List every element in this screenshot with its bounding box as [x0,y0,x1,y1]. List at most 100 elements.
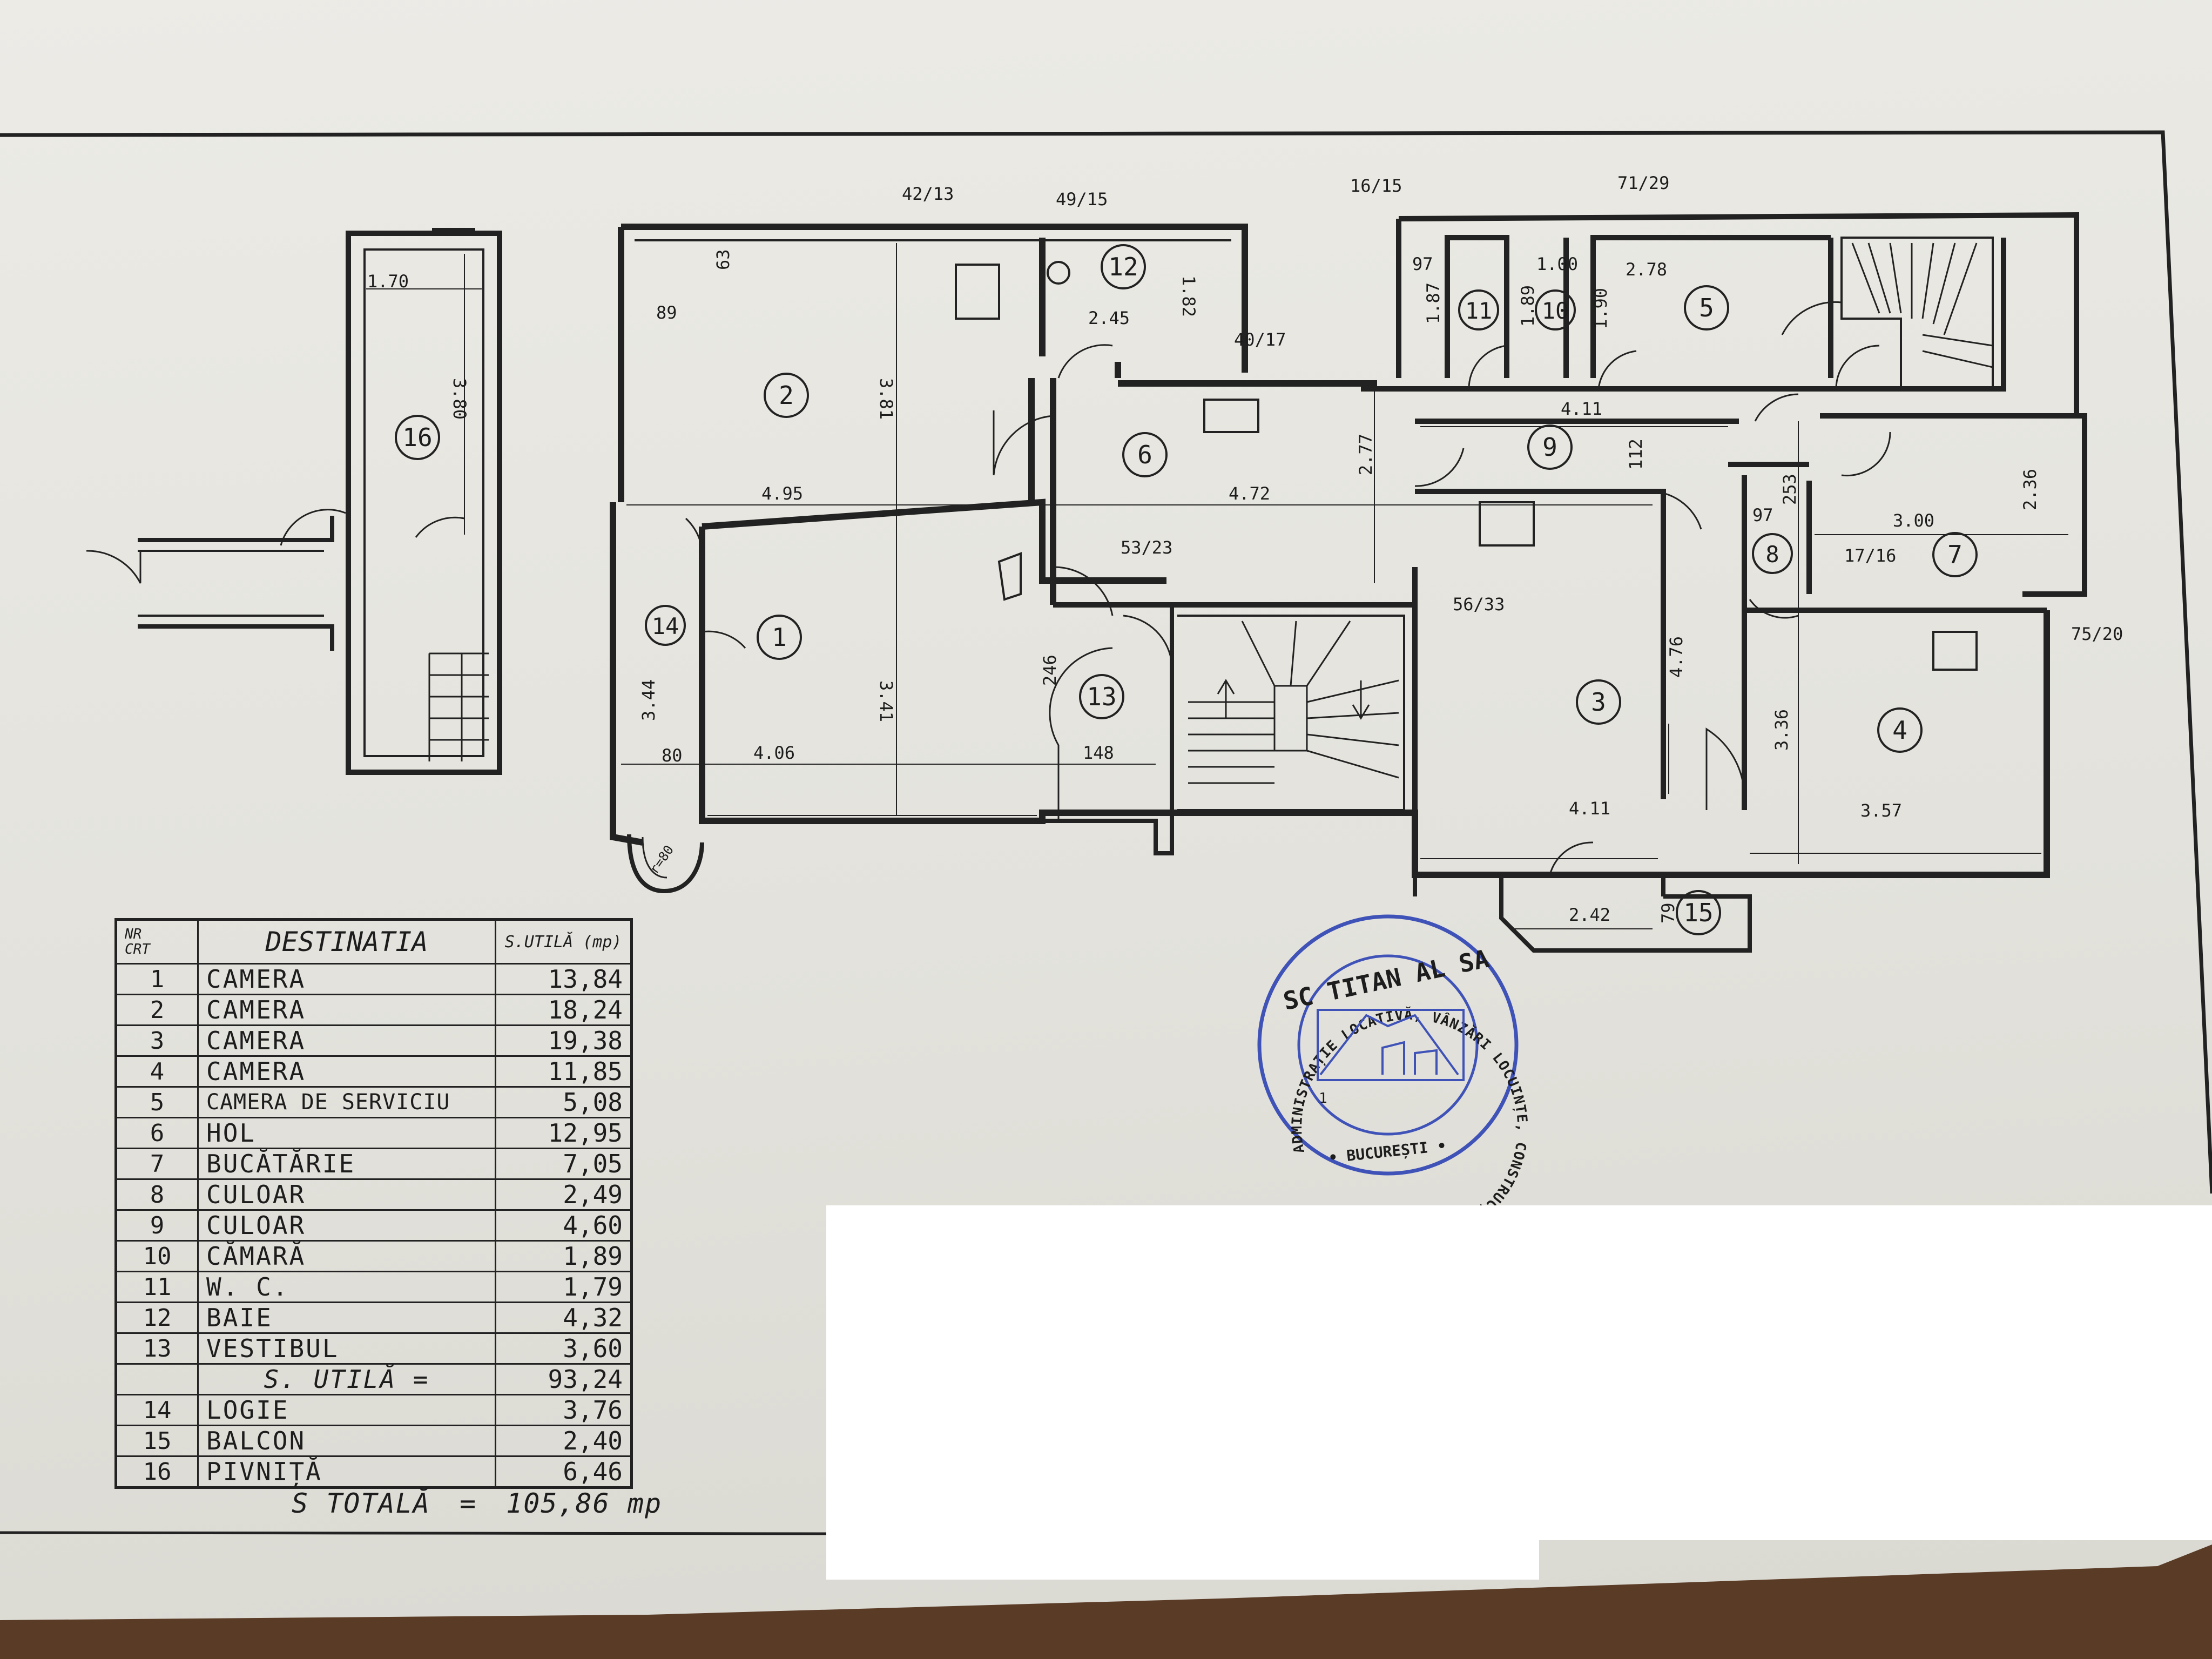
svg-text:7: 7 [1947,540,1963,569]
dim-16-height: 3.80 [449,378,470,420]
svg-text:10: 10 [1542,298,1569,324]
room-16-marker: 16 [395,415,440,460]
dim-9-height: 112 [1626,439,1646,470]
door-swings [685,301,1891,875]
redacted-area-lower [826,1534,1539,1580]
room-14-marker: 14 [645,605,686,646]
dim-7-height: 2.36 [2020,469,2040,510]
legend-header-area: S.UTILĂ (mp) [495,919,632,965]
total-area-label: S TOTALĂ [292,1488,430,1519]
dim-16-15: 16/15 [1350,176,1402,196]
dim-7-width: 3.00 [1893,510,1934,531]
dim-42-13: 42/13 [902,184,954,204]
room-11-marker: 11 [1458,289,1499,331]
dim-3-width: 4.11 [1569,798,1610,819]
room-8-marker: 8 [1752,533,1793,574]
dim-13-height: 246 [1040,655,1060,686]
dim-14-radius: r=80 [646,842,677,876]
svg-text:16: 16 [402,423,432,452]
stamp-number: 1 [1319,1090,1327,1107]
svg-text:1: 1 [772,623,787,652]
room-13-marker: 13 [1079,674,1124,719]
svg-text:8: 8 [1765,541,1779,568]
dim-10-width: 1.00 [1536,254,1578,274]
room-5-marker: 5 [1684,285,1729,331]
basement-corridor [138,516,334,651]
svg-text:9: 9 [1542,433,1557,462]
dim-40-17: 40/17 [1234,329,1286,350]
staircase-center [1177,615,1405,811]
svg-text:4: 4 [1892,716,1907,745]
dim-14-width: 80 [662,745,683,766]
dim-4-95: 4.95 [761,483,803,504]
legend-header-destination: DESTINATIA [197,919,496,965]
dim-11-width: 97 [1412,254,1433,274]
total-area-value: 105,86 mp [506,1488,663,1519]
svg-text:13: 13 [1087,682,1116,711]
drawing-frame [0,130,2212,1194]
dim-1-width: 4.06 [753,743,795,763]
dim-1-height: 3.41 [876,680,896,722]
svg-text:11: 11 [1465,298,1493,324]
dim-53-23: 53/23 [1121,537,1172,558]
dim-16-width: 1.70 [367,271,409,292]
svg-text:6: 6 [1137,440,1152,469]
dim-17-16: 17/16 [1844,545,1896,566]
stamp-inner-ring [1297,954,1479,1136]
dim-15-width: 2.42 [1569,905,1610,925]
dim-6-height: 2.77 [1355,434,1376,475]
dim-12-height: 1.82 [1178,275,1199,317]
dim-10-height: 1.89 [1518,285,1538,327]
room-6-marker: 6 [1122,432,1168,477]
room-1-marker: 1 [757,615,802,660]
svg-text:14: 14 [652,613,679,639]
room-markers: 16 2 12 6 11 10 5 9 8 7 14 1 13 3 4 15 [395,244,1978,935]
dim-14-height: 3.44 [638,679,659,721]
room-7-marker: 7 [1932,532,1978,577]
vent-boxes [955,261,1978,671]
legend-subtotal-row: S. UTILĂ =93,24 [115,1363,632,1395]
dim-11-height: 1.87 [1423,282,1444,324]
dim-75-20: 75/20 [2071,624,2123,644]
dim-3-height: 4.76 [1666,636,1687,678]
room-9-marker: 9 [1527,424,1573,470]
basement-stairs [428,652,489,761]
total-area-line: S TOTALĂ = 105,86 mp [292,1488,674,1519]
dim-2-top: 63 [713,249,733,270]
dim-5-height: 1.90 [1590,288,1611,329]
dim-2-height: 3.81 [876,378,896,420]
svg-text:3: 3 [1591,687,1606,717]
total-area-equals: = [459,1488,477,1519]
dim-6-width: 4.72 [1229,483,1270,504]
dim-2-left: 89 [656,302,677,323]
staircase-upper [1840,237,1994,390]
room-2-marker: 2 [764,373,809,418]
redacted-area [826,1205,2212,1540]
dimension-labels: 1.70 3.80 63 89 3.81 4.95 4.72 2.77 2.45… [367,173,2123,925]
dim-8-width: 97 [1752,505,1773,525]
dim-4-width: 3.57 [1860,800,1902,821]
dim-13-width: 148 [1083,743,1114,763]
stamp-outer-ring [1257,914,1519,1176]
svg-text:12: 12 [1108,252,1138,281]
dim-12-width: 2.45 [1088,308,1130,328]
room-16-wall [346,231,502,775]
room-3-marker: 3 [1576,679,1621,725]
dim-56-33: 56/33 [1453,594,1505,615]
room-10-marker: 10 [1535,289,1576,331]
